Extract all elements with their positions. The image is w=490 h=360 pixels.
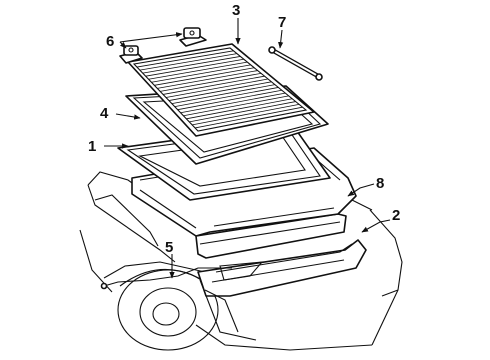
louver-slat — [165, 78, 269, 98]
louver-slat — [174, 87, 279, 108]
louver-slat — [154, 67, 255, 86]
louver-slat — [163, 75, 265, 95]
lock-cable — [100, 267, 232, 290]
callout-7: 7 — [278, 14, 286, 31]
louver-slat — [145, 58, 244, 77]
louver-slat — [142, 56, 241, 74]
louver-slats — [136, 50, 303, 129]
louver-slat — [189, 101, 296, 123]
louver-slat — [168, 81, 272, 101]
leader-lines — [104, 18, 391, 279]
callout-4: 4 — [100, 105, 109, 122]
hinge-left — [119, 45, 143, 64]
louver-slat — [186, 98, 293, 120]
louver-slat — [177, 89, 282, 111]
tail-lamp-panel — [197, 239, 367, 333]
louver-slat — [151, 64, 251, 83]
hinge-right — [179, 27, 207, 47]
gas-strut — [268, 46, 323, 81]
louver-slat — [139, 53, 237, 71]
callout-2: 2 — [392, 207, 400, 224]
callout-1: 1 — [88, 138, 96, 155]
louver-slat — [148, 61, 248, 80]
callout-5: 5 — [165, 239, 173, 256]
car-body — [79, 171, 403, 351]
louver-slat — [183, 95, 289, 117]
callout-3: 3 — [232, 2, 240, 19]
louver-slat — [192, 103, 300, 126]
callouts: 1 2 3 4 5 6 7 8 — [88, 2, 400, 256]
louver-slat — [195, 106, 303, 129]
callout-8: 8 — [376, 175, 384, 192]
louver-slat — [180, 92, 286, 114]
louver-slat — [157, 70, 258, 89]
louver-slat — [171, 84, 275, 104]
louver-slat — [136, 50, 234, 68]
louver-slat — [160, 72, 262, 92]
callout-6: 6 — [106, 33, 114, 50]
louver-panel — [127, 43, 315, 137]
